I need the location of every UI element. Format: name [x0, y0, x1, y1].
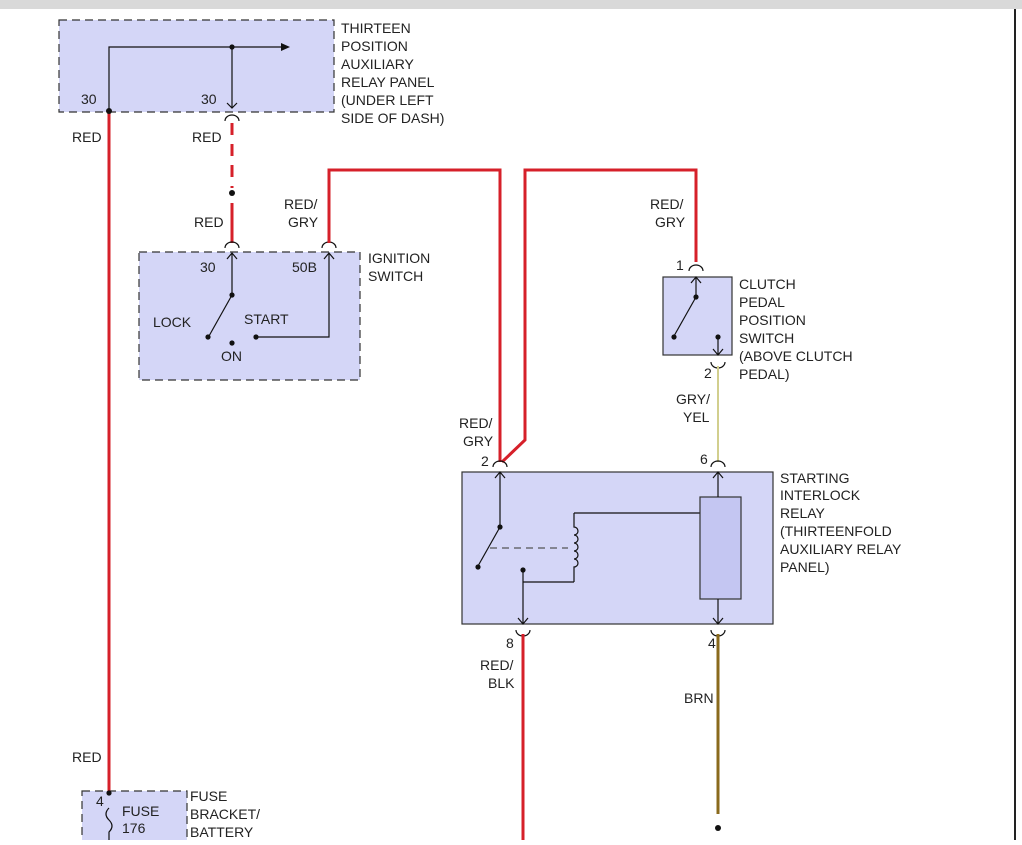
- lock-contact: [205, 334, 211, 340]
- fuse-label-line: BATTERY: [190, 824, 254, 840]
- clutch-contact-arm: [673, 296, 697, 337]
- arrow-right-icon: [281, 43, 290, 51]
- fuse-name-line: FUSE: [122, 803, 159, 819]
- clutch-pin-1: 1: [676, 257, 684, 273]
- relay-panel-pin-right: 30: [201, 91, 217, 107]
- relay-label-line: (THIRTEENFOLD: [780, 523, 892, 539]
- clutch-pin-2: 2: [704, 365, 712, 381]
- ignition-contact-arm: [208, 294, 233, 337]
- relay-panel-label-line: POSITION: [341, 38, 408, 54]
- relay-label-line: AUXILIARY RELAY: [780, 541, 902, 557]
- fuse-name-line: 176: [122, 820, 146, 836]
- wire-label-red-relay-out: RED: [192, 129, 222, 145]
- clutch-label-line: SWITCH: [739, 330, 794, 346]
- on-contact: [229, 340, 235, 346]
- ign-pin-30: 30: [200, 259, 216, 275]
- starting-interlock-relay: 2 6 8 4 STARTING INTERLOCK RELAY (THIRTE…: [461, 451, 902, 651]
- arrow-up-icon: [323, 252, 335, 260]
- clutch-label-line: POSITION: [739, 312, 806, 328]
- relay-coil-icon: [573, 513, 579, 582]
- splice-dot: [715, 825, 721, 831]
- wire-label-red-ign-in: RED: [194, 214, 224, 230]
- red-gry-ign-wire: [327, 168, 502, 462]
- wire-label-red-gry-clutch: RED/: [650, 196, 684, 212]
- arrow-down-icon: [712, 617, 724, 625]
- fuse-pin: 4: [96, 793, 104, 809]
- relay-panel-label-line: SIDE OF DASH): [341, 110, 444, 126]
- connector-icon: [492, 460, 508, 468]
- relay-label-line: STARTING: [780, 470, 850, 486]
- splice-dot: [229, 190, 235, 196]
- contact-dot: [475, 564, 481, 570]
- wire-label-gry-yel: YEL: [683, 409, 710, 425]
- wire-label-red-main: RED: [72, 129, 102, 145]
- wire-label-red-blk: BLK: [488, 675, 515, 691]
- arrow-down-icon: [226, 102, 238, 109]
- junction-dot: [106, 790, 112, 796]
- red-gry-clutch-wire: [500, 168, 698, 464]
- relay-label-line: INTERLOCK: [780, 487, 861, 503]
- ignition-switch: 30 50B LOCK ON START IGNITION SWITCH: [138, 241, 430, 381]
- relay-panel-label-line: RELAY PANEL: [341, 74, 435, 90]
- ign-pin-50b: 50B: [292, 259, 317, 275]
- clutch-label-line: (ABOVE CLUTCH: [739, 348, 853, 364]
- wire-label-red-gry-clutch: GRY: [655, 214, 686, 230]
- clutch-label-line: PEDAL): [739, 366, 790, 382]
- clutch-pedal-position-switch: 1 2 CLUTCH PEDAL POSITION SWITCH (ABOVE …: [662, 257, 853, 382]
- relay-panel-label: THIRTEEN POSITION AUXILIARY RELAY PANEL …: [341, 20, 444, 126]
- relay-contact-arm: [477, 526, 501, 567]
- start-terminal-wire: [256, 253, 330, 338]
- thirteen-position-relay-panel: 30 30 THIRTEEN POSITION AUXILIARY RELAY …: [58, 19, 444, 126]
- junction-dot: [229, 44, 235, 50]
- wire-label-red-blk: RED/: [480, 657, 514, 673]
- wire-label-gry-yel: GRY/: [676, 391, 710, 407]
- wire-label-brn: BRN: [684, 690, 714, 706]
- fuse-bracket-box: [81, 790, 188, 845]
- fuse-label-line: FUSE: [190, 788, 227, 804]
- relay-panel-label-line: THIRTEEN: [341, 20, 411, 36]
- relay-panel-bus: [108, 46, 282, 110]
- relay-panel-box: [58, 19, 335, 113]
- ign-label-line: SWITCH: [368, 268, 423, 284]
- fuse-label-line: BRACKET/: [190, 806, 260, 822]
- fuse-bracket-battery: 4 FUSE 176 FUSE BRACKET/ BATTERY: [81, 788, 260, 845]
- relay-pin-4: 4: [708, 635, 716, 651]
- connector-icon: [710, 460, 726, 468]
- relay-label-line: PANEL): [780, 559, 830, 575]
- relay-pin-6: 6: [700, 451, 708, 467]
- relay-panel-label-line: AUXILIARY: [341, 56, 415, 72]
- clutch-label-line: CLUTCH: [739, 276, 796, 292]
- relay-pin-2: 2: [481, 453, 489, 469]
- relay-module-block: [699, 496, 742, 600]
- relay-panel-pin-left: 30: [81, 91, 97, 107]
- clutch-switch-box: [662, 276, 733, 356]
- ign-lock-label: LOCK: [153, 314, 192, 330]
- wire-label-red-gry-relay: GRY: [463, 433, 494, 449]
- wire-label-red-gry-relay: RED/: [459, 415, 493, 431]
- ign-label-line: IGNITION: [368, 250, 430, 266]
- fuse-icon: [105, 807, 113, 840]
- ign-on-label: ON: [221, 348, 242, 364]
- connector-icon: [224, 114, 240, 122]
- connector-icon: [688, 264, 704, 272]
- clutch-label-line: PEDAL: [739, 294, 785, 310]
- wire-label-red-gry-ign: GRY: [288, 214, 319, 230]
- relay-pin-8: 8: [506, 635, 514, 651]
- contact-dot: [671, 334, 677, 340]
- relay-panel-label-line: (UNDER LEFT: [341, 92, 434, 108]
- wire-label-red-gry-ign: RED/: [284, 196, 318, 212]
- ign-start-label: START: [244, 311, 289, 327]
- relay-label-line: RELAY: [780, 505, 826, 521]
- connector-icon: [224, 241, 240, 249]
- top-bar: [0, 0, 1022, 9]
- junction-dot: [106, 108, 112, 114]
- arrow-down-icon: [517, 617, 529, 625]
- ignition-switch-box: [138, 251, 361, 381]
- arrow-down-icon: [712, 348, 724, 356]
- wire-label-red-fuse: RED: [72, 749, 102, 765]
